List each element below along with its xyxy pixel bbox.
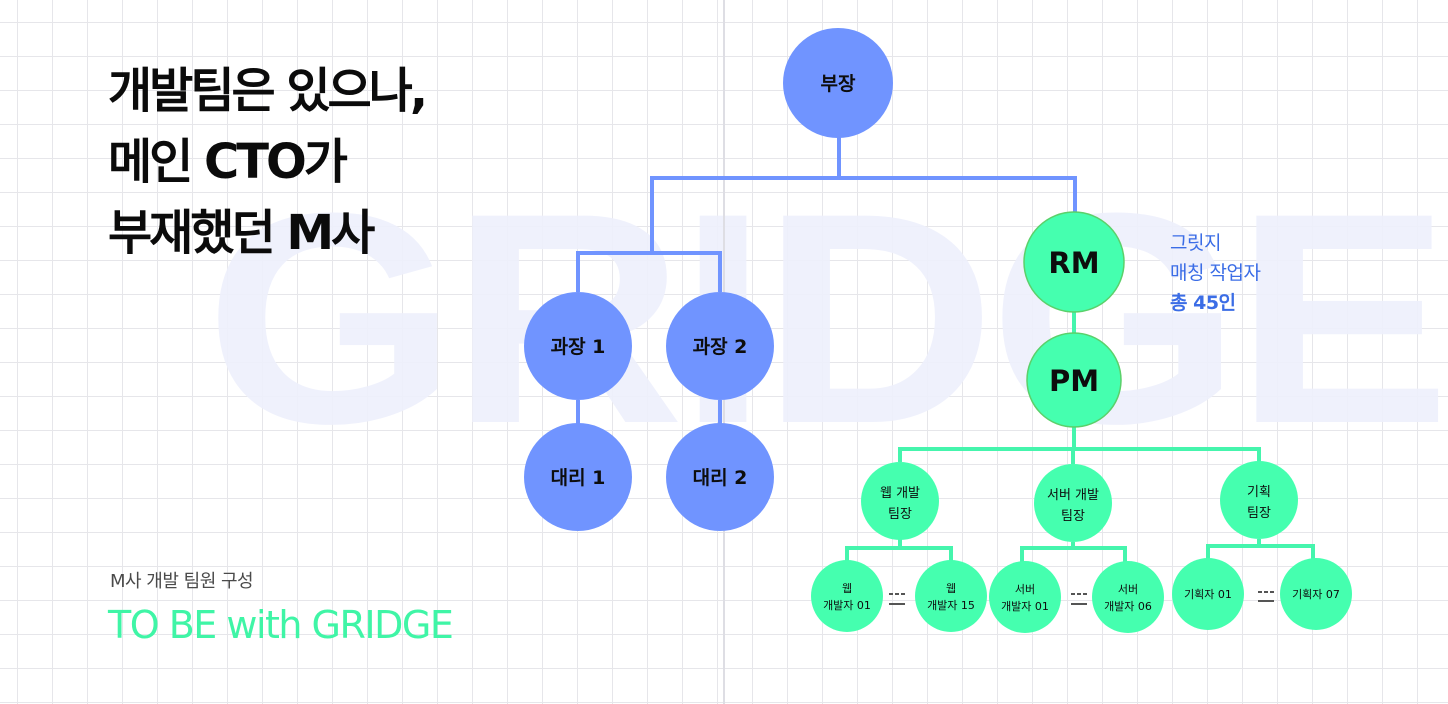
node-team-lead-planning: 기획 팀장 — [1220, 461, 1298, 539]
gridge-worker-count: 그릿지 매칭 작업자 총 45인 — [1170, 228, 1261, 318]
node-label: 개발자 01 — [823, 599, 871, 612]
node-member: 웹 개발자 15 — [915, 560, 987, 632]
node-label: 팀장 — [1061, 509, 1085, 524]
node-label: 서버 — [1118, 583, 1138, 596]
node-label: 팀장 — [888, 507, 912, 522]
node-label: 대리 1 — [551, 467, 606, 489]
subtitle: M사 개발 팀원 구성 — [110, 571, 254, 592]
node-member: 기획자 07 — [1280, 558, 1352, 630]
node-label: 팀장 — [1247, 506, 1271, 521]
node-label: 웹 — [842, 582, 852, 595]
node-label: 개발자 06 — [1104, 600, 1152, 613]
node-head: 부장 — [783, 28, 893, 138]
node-label: 서버 개발 — [1047, 488, 1099, 503]
headline-line: 부재했던 M사 — [108, 205, 375, 261]
node-label: 기획 — [1247, 485, 1271, 500]
node-member: 서버 개발자 06 — [1092, 561, 1164, 633]
node-label: RM — [1048, 246, 1099, 280]
ellipsis-separators — [889, 591, 1274, 605]
node-label: 웹 — [946, 582, 956, 595]
side-label-line: 그릿지 — [1170, 232, 1221, 254]
connector-line — [845, 546, 953, 562]
node-rm: RM — [1023, 211, 1125, 313]
node-label: 대리 2 — [693, 467, 748, 489]
connector-line — [1020, 546, 1127, 562]
node-team-lead-web: 웹 개발 팀장 — [861, 462, 939, 540]
connector-line — [898, 447, 1261, 462]
node-label: 개발자 15 — [927, 599, 975, 612]
node-label: 웹 개발 — [880, 486, 920, 501]
node-pm: PM — [1026, 332, 1122, 428]
node-label: 부장 — [821, 73, 856, 95]
node-label: 기획자 07 — [1292, 588, 1340, 601]
node-label: 개발자 01 — [1001, 600, 1049, 613]
node-manager-1: 과장 1 — [524, 292, 632, 400]
node-manager-2: 과장 2 — [666, 292, 774, 400]
node-label: 서버 — [1015, 583, 1035, 596]
node-assistant-2: 대리 2 — [666, 423, 774, 531]
node-team-lead-server: 서버 개발 팀장 — [1034, 464, 1112, 542]
node-label: 기획자 01 — [1184, 588, 1232, 601]
node-assistant-1: 대리 1 — [524, 423, 632, 531]
node-label: 과장 1 — [551, 336, 606, 358]
headline-line: 메인 CTO가 — [108, 134, 348, 190]
node-member: 서버 개발자 01 — [989, 561, 1061, 633]
node-member: 기획자 01 — [1172, 558, 1244, 630]
connector-line — [1206, 544, 1315, 560]
node-label: PM — [1049, 364, 1099, 398]
side-label-line: 매칭 작업자 — [1170, 262, 1261, 284]
ellipsis-icon — [1071, 593, 1087, 605]
company-connectors — [576, 137, 1077, 424]
gridge-connectors — [845, 311, 1315, 562]
tagline: TO BE with GRIDGE — [108, 603, 454, 647]
node-member: 웹 개발자 01 — [811, 560, 883, 632]
side-label-total: 총 45인 — [1170, 292, 1236, 314]
ellipsis-icon — [1258, 591, 1274, 602]
connector-line — [576, 251, 722, 292]
headline-line: 개발팀은 있으나, — [108, 63, 428, 119]
node-label: 과장 2 — [693, 336, 748, 358]
ellipsis-icon — [889, 593, 905, 605]
headline: 개발팀은 있으나, 메인 CTO가 부재했던 M사 — [108, 56, 428, 269]
